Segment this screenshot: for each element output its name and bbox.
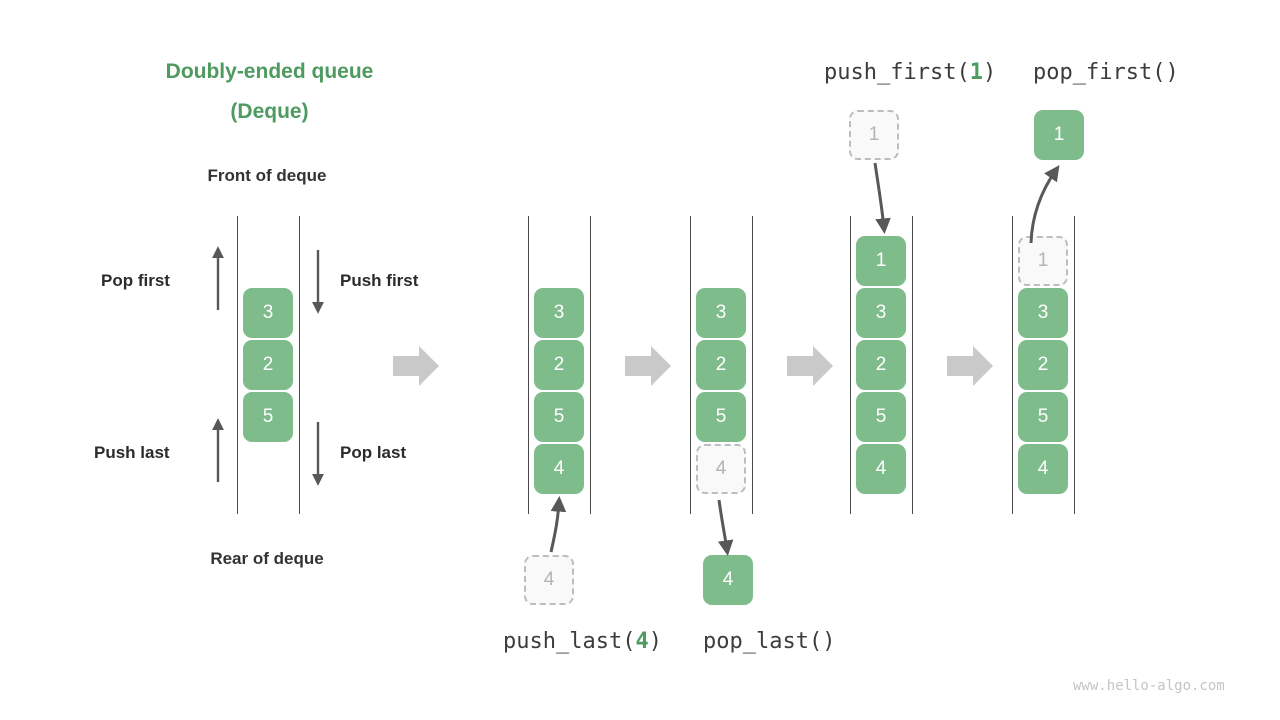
panel-1-rail-left bbox=[237, 216, 238, 514]
push-last-label: Push last bbox=[94, 443, 170, 462]
transition-arrow-1 bbox=[393, 346, 439, 386]
op-label-push-last: push_last(4) bbox=[503, 629, 662, 654]
transition-arrow-3 bbox=[787, 346, 833, 386]
panel-5-cell-4: 4 bbox=[1018, 444, 1068, 494]
panel-1-rail-right bbox=[299, 216, 300, 514]
panel-4-cell-2: 2 bbox=[856, 340, 906, 390]
panel-3-cell-0: 3 bbox=[696, 288, 746, 338]
panel-5-rail-left bbox=[1012, 216, 1013, 514]
panel-4-rail-left bbox=[850, 216, 851, 514]
panel-2-cell-1: 2 bbox=[534, 340, 584, 390]
transition-arrow-4 bbox=[947, 346, 993, 386]
panel-1-cell-0: 3 bbox=[243, 288, 293, 338]
panel-4-cell-3: 5 bbox=[856, 392, 906, 442]
front-of-deque-label: Front of deque bbox=[207, 166, 327, 185]
op-push-first-name: push_first( bbox=[824, 60, 970, 85]
op-label-push-first: push_first(1) bbox=[824, 60, 996, 85]
panel-5-cell-1: 3 bbox=[1018, 288, 1068, 338]
op-push-last-name: push_last( bbox=[503, 629, 636, 654]
panel-3-cell-1: 2 bbox=[696, 340, 746, 390]
panel-5-cell-0-ghost: 1 bbox=[1018, 236, 1068, 286]
panel-1-cell-1: 2 bbox=[243, 340, 293, 390]
op-label-pop-last: pop_last() bbox=[703, 629, 836, 654]
transition-arrow-2 bbox=[625, 346, 671, 386]
rear-of-deque-label: Rear of deque bbox=[210, 549, 324, 568]
panel-2-incoming-ghost-cell: 4 bbox=[524, 555, 574, 605]
op-push-first-close: ) bbox=[982, 60, 997, 85]
op-label-pop-first: pop_first() bbox=[1033, 60, 1179, 85]
panel-4-incoming-ghost-cell: 1 bbox=[849, 110, 899, 160]
pop-last-label: Pop last bbox=[340, 443, 407, 462]
panel-2-push-last-flow-arrow bbox=[549, 496, 567, 553]
panel-2-cell-0: 3 bbox=[534, 288, 584, 338]
op-push-first-arg: 1 bbox=[969, 60, 983, 85]
panel-3-popped-cell: 4 bbox=[703, 555, 753, 605]
panel-2-rail-right bbox=[590, 216, 591, 514]
panel-4-cell-1: 3 bbox=[856, 288, 906, 338]
panel-4-rail-right bbox=[912, 216, 913, 514]
panel-4-push-first-flow-arrow bbox=[873, 162, 891, 234]
panel-2-rail-left bbox=[528, 216, 529, 514]
panel-4-cell-4: 4 bbox=[856, 444, 906, 494]
panel-5-popped-cell: 1 bbox=[1034, 110, 1084, 160]
panel-1-cell-2: 5 bbox=[243, 392, 293, 442]
op-push-last-close: ) bbox=[648, 629, 662, 654]
panel-5-pop-first-flow-arrow bbox=[1029, 165, 1060, 244]
diagram-title-line1: Doubly-ended queue bbox=[165, 60, 374, 83]
push-first-label: Push first bbox=[340, 271, 419, 290]
panel-5-cell-3: 5 bbox=[1018, 392, 1068, 442]
panel-3-rail-right bbox=[752, 216, 753, 514]
panel-3-cell-2: 5 bbox=[696, 392, 746, 442]
panel-5-rail-right bbox=[1074, 216, 1075, 514]
panel-5-cell-2: 2 bbox=[1018, 340, 1068, 390]
panel-4-cell-0: 1 bbox=[856, 236, 906, 286]
panel-2-cell-2: 5 bbox=[534, 392, 584, 442]
watermark: www.hello-algo.com bbox=[1073, 678, 1225, 694]
panel-3-pop-last-flow-arrow bbox=[717, 499, 734, 556]
panel-2-cell-3: 4 bbox=[534, 444, 584, 494]
panel-3-rail-left bbox=[690, 216, 691, 514]
diagram-title-line2: (Deque) bbox=[230, 100, 309, 123]
pop-first-label: Pop first bbox=[101, 271, 170, 290]
panel-3-cell-3-ghost: 4 bbox=[696, 444, 746, 494]
op-push-last-arg: 4 bbox=[635, 629, 649, 654]
